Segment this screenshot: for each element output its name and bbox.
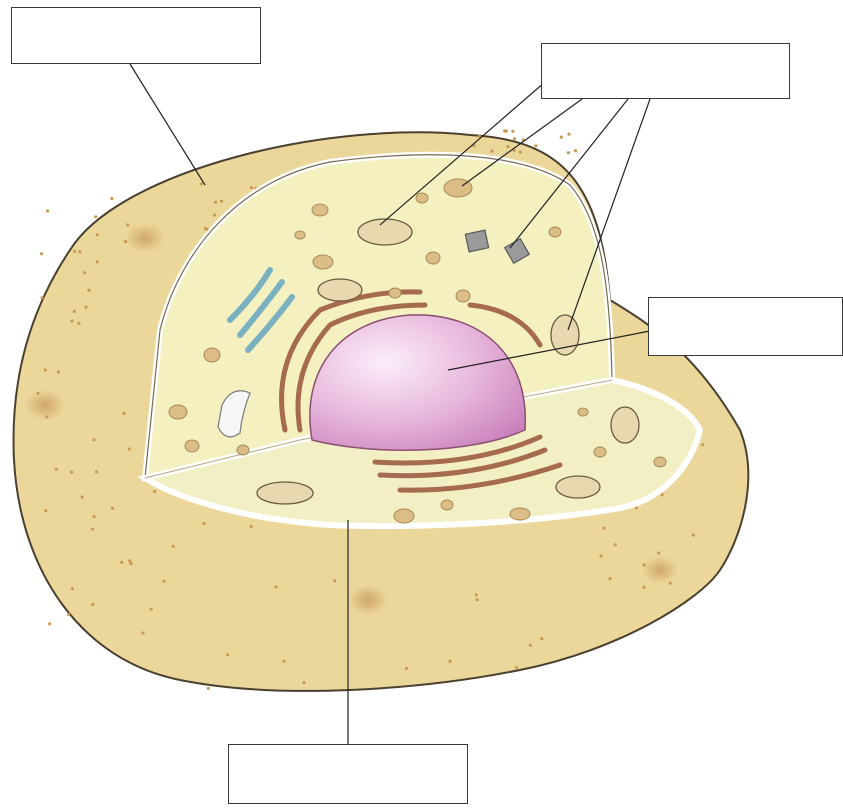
speckle: [567, 133, 570, 136]
cell-shading-spot: [642, 556, 678, 584]
speckle: [96, 233, 99, 236]
speckle: [78, 250, 81, 253]
speckle: [515, 666, 518, 669]
speckle: [207, 687, 210, 690]
speckle: [111, 507, 114, 510]
speckle: [448, 660, 451, 663]
speckle: [226, 653, 229, 656]
speckle: [701, 443, 704, 446]
speckle: [405, 667, 408, 670]
speckle: [70, 320, 73, 323]
label-box-cytoplasm[interactable]: [228, 744, 468, 804]
speckle: [203, 522, 206, 525]
speckle: [642, 586, 645, 589]
speckle: [83, 271, 86, 274]
speckle: [150, 608, 153, 611]
speckle: [513, 137, 516, 140]
speckle: [92, 438, 95, 441]
cell-shading-spot: [125, 223, 165, 253]
speckle: [87, 289, 90, 292]
speckle: [36, 392, 39, 395]
speckle: [55, 468, 58, 471]
speckle: [44, 509, 47, 512]
speckle: [657, 551, 660, 554]
speckle: [614, 543, 617, 546]
speckle: [84, 306, 87, 309]
speckle: [44, 368, 47, 371]
speckle: [48, 622, 51, 625]
speckle: [128, 559, 131, 562]
speckle: [153, 490, 156, 493]
speckle: [692, 534, 695, 537]
speckle: [126, 223, 129, 226]
speckle: [73, 310, 76, 313]
speckle: [40, 252, 43, 255]
speckle: [600, 555, 603, 558]
speckle: [529, 644, 532, 647]
speckle: [200, 182, 203, 185]
speckle: [250, 186, 253, 189]
speckle: [602, 527, 605, 530]
speckle: [567, 151, 570, 154]
cell-shading-spot: [348, 585, 388, 615]
label-box-nucleus[interactable]: [648, 297, 843, 356]
label-box-membrane[interactable]: [11, 7, 261, 64]
speckle: [172, 545, 175, 548]
speckle: [220, 200, 223, 203]
speckle: [71, 587, 74, 590]
speckle: [94, 215, 97, 218]
speckle: [250, 525, 253, 528]
speckle: [70, 471, 73, 474]
speckle: [333, 579, 336, 582]
speckle: [91, 603, 94, 606]
label-box-organelles[interactable]: [541, 43, 790, 99]
speckle: [124, 240, 127, 243]
speckle: [130, 562, 133, 565]
speckle: [505, 130, 508, 133]
speckle: [560, 136, 563, 139]
speckle: [511, 130, 514, 133]
speckle: [73, 250, 76, 253]
speckle: [77, 322, 80, 325]
speckle: [608, 577, 611, 580]
speckle: [45, 415, 48, 418]
speckle: [122, 412, 125, 415]
speckle: [93, 515, 96, 518]
speckle: [162, 580, 165, 583]
speckle: [283, 660, 286, 663]
speckle: [41, 296, 44, 299]
leader-line-membrane: [130, 64, 205, 185]
speckle: [91, 528, 94, 531]
speckle: [275, 585, 278, 588]
speckle: [128, 447, 131, 450]
speckle: [110, 197, 113, 200]
speckle: [490, 150, 493, 153]
speckle: [214, 201, 217, 204]
speckle: [95, 470, 98, 473]
speckle: [81, 495, 84, 498]
speckle: [302, 681, 305, 684]
speckle: [67, 613, 70, 616]
cell-shading-spot: [25, 389, 65, 421]
speckle: [534, 144, 537, 147]
speckle: [540, 637, 543, 640]
speckle: [213, 214, 216, 217]
speckle: [476, 598, 479, 601]
speckle: [96, 260, 99, 263]
speckle: [574, 149, 577, 152]
speckle: [141, 631, 144, 634]
speckle: [46, 209, 49, 212]
speckle: [120, 561, 123, 564]
speckle: [57, 370, 60, 373]
speckle: [506, 145, 509, 148]
speckle: [475, 593, 478, 596]
speckle: [519, 151, 522, 154]
